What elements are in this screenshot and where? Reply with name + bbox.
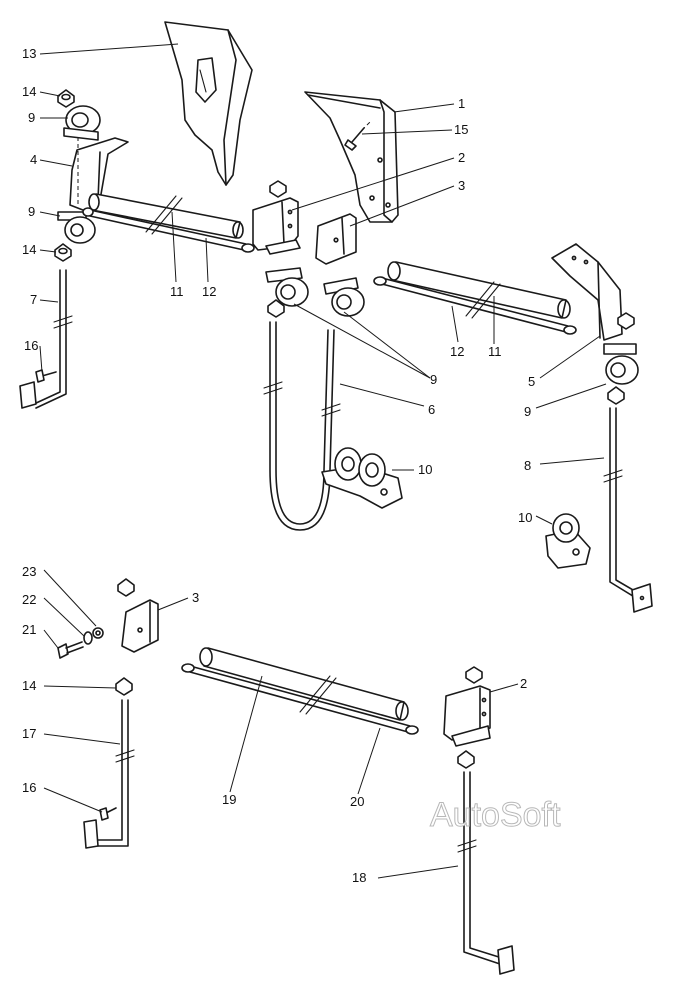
callout-16: 16: [24, 338, 38, 353]
callout-11: 11: [170, 284, 184, 299]
callout-10: 10: [518, 510, 532, 525]
callout-1: 1: [458, 96, 465, 111]
part-6-u-bar: [263, 321, 341, 531]
callout-9: 9: [430, 372, 437, 387]
part-3-bracket-lower: [121, 599, 159, 653]
callout-3: 3: [458, 178, 465, 193]
callout-16: 16: [22, 780, 36, 795]
callout-9: 9: [28, 110, 35, 125]
callout-7: 7: [30, 292, 37, 307]
part-9-bushing-center-left: [265, 267, 309, 307]
part-21-bolt: [57, 641, 84, 659]
part-17-l-rod: [83, 699, 135, 849]
part-16-screw-lower: [99, 807, 117, 821]
callout-10: 10: [418, 462, 432, 477]
callout-5: 5: [528, 374, 535, 389]
part-3-bracket-upper: [315, 213, 357, 265]
callout-12: 12: [450, 344, 464, 359]
callout-19: 19: [222, 792, 236, 807]
callout-18: 18: [352, 870, 366, 885]
part-16-screw-upper: [35, 369, 57, 383]
callout-17: 17: [22, 726, 36, 741]
part-14-nut-center: [267, 299, 285, 318]
part-7-l-rod: [19, 269, 73, 409]
callout-20: 20: [350, 794, 364, 809]
part-12-link-rod-right: [373, 276, 577, 335]
callout-13: 13: [22, 46, 36, 61]
part-9-bushing-right: [603, 343, 639, 385]
part-5-bracket: [551, 243, 635, 341]
leader-lines: [39, 43, 607, 879]
part-22-washer: [83, 631, 93, 645]
callout-2: 2: [458, 150, 465, 165]
callout-11: 11: [488, 344, 502, 359]
part-2-bracket-upper: [252, 180, 301, 255]
callout-4: 4: [30, 152, 37, 167]
part-13-panel: [164, 21, 253, 186]
part-14-nut-right: [607, 386, 625, 405]
callout-21: 21: [22, 622, 36, 637]
part-18-l-rod: [457, 771, 515, 975]
part-14-nut-lower-right: [457, 750, 475, 769]
part-10-bushing-clamp-center: [321, 447, 403, 509]
part-14-nut-lower-left: [115, 677, 133, 696]
callout-labels: 13 14 9 4 9 14 7 16 1 15 2 3 11 12 9 6 1…: [22, 46, 535, 885]
callout-22: 22: [22, 592, 36, 607]
part-14-nut-top-left: [57, 89, 75, 108]
part-11-torsion-bar-right: [387, 261, 571, 319]
part-1-bracket-panel: [304, 91, 399, 223]
part-15-bolt: [344, 121, 371, 151]
callout-9: 9: [28, 204, 35, 219]
watermark-text: AutoSoft: [430, 796, 561, 834]
callout-3: 3: [192, 590, 199, 605]
part-9-bushing-center-right: [323, 277, 365, 317]
callout-8: 8: [524, 458, 531, 473]
part-10-bushing-clamp-right: [545, 513, 591, 569]
callout-14: 14: [22, 242, 36, 257]
part-2-bracket-lower: [443, 666, 491, 747]
callout-15: 15: [454, 122, 468, 137]
part-11-torsion-bar-left: [88, 193, 244, 239]
callout-14: 14: [22, 84, 36, 99]
callout-2: 2: [520, 676, 527, 691]
callout-6: 6: [428, 402, 435, 417]
callout-12: 12: [202, 284, 216, 299]
part-9-bushing-mid-left: [57, 211, 96, 244]
part-8-l-rod: [603, 407, 653, 613]
part-12-link-rod-left: [82, 195, 255, 253]
callout-14: 14: [22, 678, 36, 693]
part-14-nut-lower-top: [117, 578, 135, 597]
part-20-link-rod-lower: [181, 663, 419, 735]
callout-9: 9: [524, 404, 531, 419]
callout-23: 23: [22, 564, 36, 579]
part-19-torsion-bar-lower: [199, 647, 409, 721]
part-23-nut: [92, 627, 104, 639]
part-14-nut-mid-left: [54, 243, 72, 262]
part-9-bushing-top-left: [63, 105, 101, 141]
